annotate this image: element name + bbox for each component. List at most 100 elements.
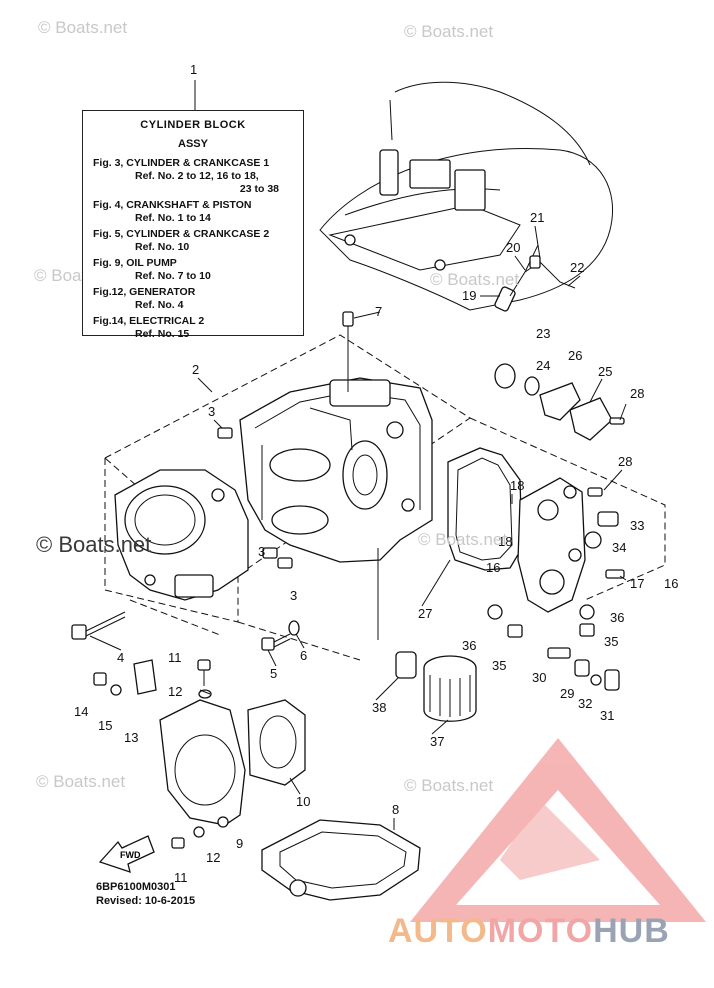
bolt-35a [507, 624, 523, 638]
spring-29 [574, 659, 590, 677]
callout-20: 20 [506, 240, 520, 255]
callout-3a: 3 [208, 404, 215, 419]
thermostat-assembly [494, 363, 625, 441]
assembly-info-box: CYLINDER BLOCK ASSY Fig. 3, CYLINDER & C… [82, 110, 304, 340]
info-ref: Ref. No. 4 [135, 299, 184, 311]
info-fig: Fig.12, GENERATOR [93, 286, 196, 298]
callout-35b: 35 [604, 634, 618, 649]
bolt-11b [171, 837, 185, 849]
callout-32: 32 [578, 696, 592, 711]
cylinder-block [239, 377, 433, 563]
callout-15: 15 [98, 718, 112, 733]
info-fig: Fig. 3, CYLINDER & CRANKCASE 1 [93, 157, 270, 169]
callout-9: 9 [236, 836, 243, 851]
callout-30: 30 [532, 670, 546, 685]
intake-manifold-sketch [319, 81, 614, 311]
brand-part-2: MOTO [487, 912, 594, 950]
callout-21: 21 [530, 210, 544, 225]
info-ref: Ref. No. 10 [135, 241, 190, 253]
callout-37: 37 [430, 734, 444, 749]
callout-19: 19 [462, 288, 476, 303]
callout-25: 25 [598, 364, 612, 379]
bolt-4 [71, 611, 126, 640]
dowel-pin-a [217, 427, 233, 439]
callout-11a: 11 [168, 650, 182, 665]
callout-38: 38 [372, 700, 386, 715]
callout-12a: 12 [168, 684, 182, 699]
callout-8: 8 [392, 802, 399, 817]
callout-26: 26 [568, 348, 582, 363]
fitting-17 [605, 569, 625, 579]
callout-29: 29 [560, 686, 574, 701]
brand-wordmark: AUTOMOTOHUB [388, 912, 670, 951]
callout-16b: 16 [664, 576, 678, 591]
info-ref: Ref. No. 7 to 10 [135, 270, 211, 282]
callout-22: 22 [570, 260, 584, 275]
plug-33 [597, 511, 619, 527]
washer-36b [487, 604, 503, 620]
callout-1: 1 [190, 62, 197, 77]
callout-14: 14 [74, 704, 88, 719]
side-cover [93, 659, 306, 828]
info-title: CYLINDER BLOCK [140, 119, 246, 131]
info-fig: Fig. 5, CYLINDER & CRANKCASE 2 [93, 228, 270, 240]
watermark-5: © Boats.net [36, 772, 126, 791]
callout-33: 33 [630, 518, 644, 533]
watermark-2: © Boats.net [404, 22, 494, 41]
callout-16a: 16 [486, 560, 500, 575]
washer-34 [584, 531, 602, 549]
screw-30 [547, 647, 571, 659]
brand-part-1: AUTO [388, 912, 488, 950]
info-ref-extra: 23 to 38 [239, 183, 279, 195]
callout-18b: 18 [498, 534, 512, 549]
info-subtitle: ASSY [178, 138, 208, 150]
watermark-7: © Boats.net [430, 270, 520, 289]
oil-filter [395, 651, 477, 722]
callout-31: 31 [600, 708, 614, 723]
drawing-code: 6BP6100M0301 [96, 881, 176, 893]
plug-31 [604, 669, 620, 691]
boundary-connector-2 [129, 599, 221, 636]
callout-4: 4 [117, 650, 124, 665]
watermark-4: © Boats.net [418, 530, 508, 549]
block-boundary-lower [104, 458, 239, 623]
watermark-1: © Boats.net [38, 18, 128, 37]
info-fig: Fig. 9, OIL PUMP [93, 257, 177, 269]
callout-36a: 36 [462, 638, 476, 653]
fwd-arrow: FWD [98, 835, 155, 873]
fuel-hose-assembly [494, 244, 576, 312]
callout-27: 27 [418, 606, 432, 621]
callout-18a: 18 [510, 478, 524, 493]
gasket-8 [261, 819, 421, 901]
callout-6: 6 [300, 648, 307, 663]
fwd-label: FWD [120, 850, 141, 860]
exhaust-cover [517, 477, 603, 613]
callout-17: 17 [630, 576, 644, 591]
leader-lines [89, 225, 627, 830]
callout-12b: 12 [206, 850, 220, 865]
callout-28b: 28 [618, 454, 632, 469]
callout-34: 34 [612, 540, 626, 555]
info-fig: Fig.14, ELECTRICAL 2 [93, 315, 205, 327]
cover-assembly-boundary [469, 417, 666, 601]
brand-part-3: HUB [593, 912, 670, 950]
crankcase [114, 469, 249, 601]
watermark-6: © Boats.net [404, 776, 494, 795]
callout-24: 24 [536, 358, 550, 373]
brand-logo [410, 738, 706, 922]
washer-12b [193, 826, 205, 838]
info-ref: Ref. No. 1 to 14 [135, 212, 211, 224]
callout-5: 5 [270, 666, 277, 681]
callouts: 1 2 3 3 3 4 5 6 7 8 9 10 11 11 12 12 13 … [74, 62, 678, 885]
info-fig: Fig. 4, CRANKSHAFT & PISTON [93, 199, 252, 211]
callout-3c: 3 [290, 588, 297, 603]
plug-7 [342, 311, 354, 327]
drawing-code-block: 6BP6100M0301 Revised: 10-6-2015 [96, 880, 195, 908]
gasket-32 [590, 674, 602, 686]
info-ref: Ref. No. 15 [135, 328, 190, 340]
washer-36a [579, 604, 595, 620]
callout-2: 2 [192, 362, 199, 377]
callout-10: 10 [296, 794, 310, 809]
